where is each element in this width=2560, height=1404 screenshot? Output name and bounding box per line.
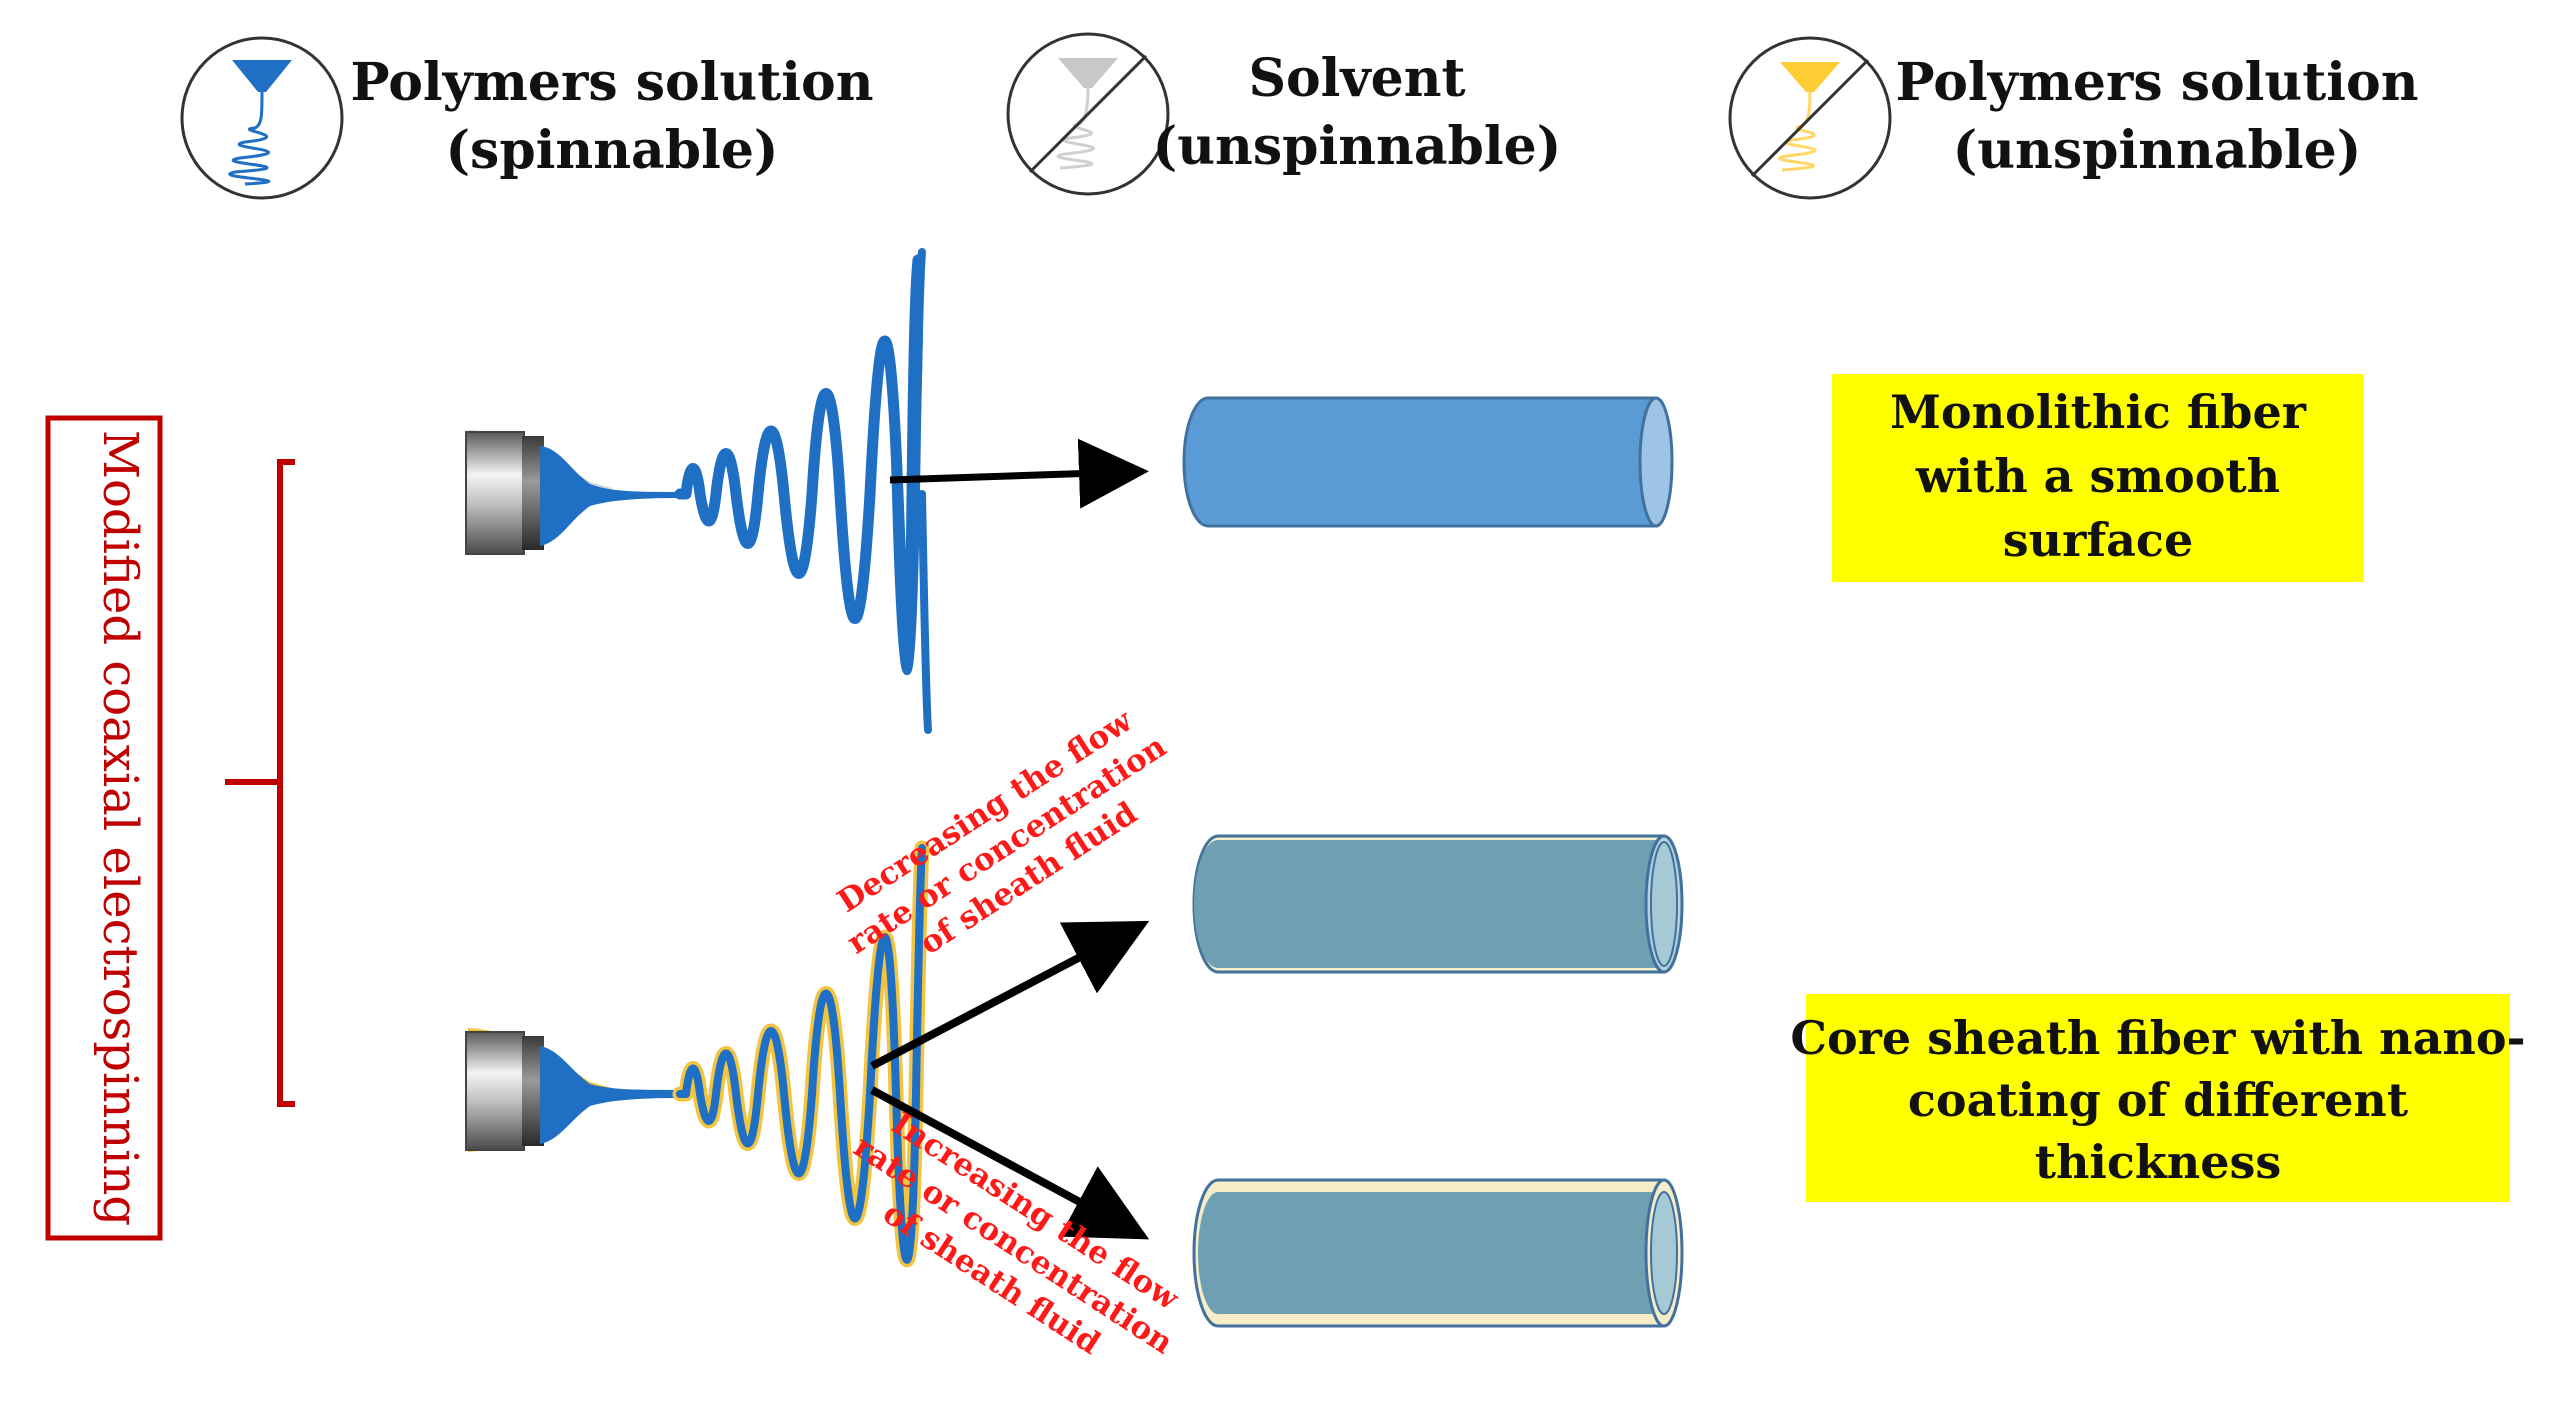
core-sheath-jet	[676, 844, 926, 1264]
monolithic-spinneret	[465, 430, 680, 555]
thick-coating-fiber	[1192, 1178, 1684, 1328]
thin-coating-fiber	[1192, 834, 1684, 974]
core-sheath-spinneret	[465, 1028, 680, 1152]
monolithic-line1: Monolithic fiber	[1890, 385, 2307, 439]
monolithic-result-box: Monolithic fiber with a smooth surface	[1832, 374, 2364, 582]
monolithic-jet-outer	[866, 248, 932, 734]
legend-item-unspinnable-polymer: Polymers solution (unspinnable)	[1728, 36, 2419, 200]
decrease-condition-text: Decreasing the flow rate or concentratio…	[831, 702, 1173, 962]
bracket	[225, 459, 295, 1107]
strike-line	[1028, 54, 1148, 174]
strike-line	[1750, 58, 1870, 178]
monolithic-line2: with a smooth	[1915, 449, 2280, 503]
decrease-line2: rate or concentration	[841, 728, 1173, 961]
arrow-to-monolithic	[889, 438, 1149, 509]
core-sheath-result-box: Core sheath fiber with nano- coating of …	[1790, 994, 2526, 1202]
legend-label-line2: (unspinnable)	[1953, 120, 2362, 181]
legend-label-line1: Solvent	[1248, 48, 1465, 109]
side-label-box: Modified coaxial electrospinning	[45, 415, 163, 1241]
arrow-increase	[870, 1086, 1150, 1240]
legend-label-line2: (spinnable)	[445, 120, 778, 181]
side-label: Modified coaxial electrospinning	[92, 430, 148, 1226]
legend-label-line1: Polymers solution	[1895, 52, 2418, 113]
core-sheath-line1: Core sheath fiber with nano-	[1790, 1011, 2525, 1065]
core-sheath-line3: thickness	[2035, 1135, 2282, 1189]
legend-item-solvent: Solvent (unspinnable)	[1006, 32, 1562, 196]
monolithic-fiber	[1182, 396, 1674, 528]
unspinnable-polymer-icon	[1728, 36, 1892, 200]
spinnable-polymer-icon	[180, 36, 344, 200]
legend-label-line1: Polymers solution	[350, 52, 873, 113]
legend-item-spinnable: Polymers solution (spinnable)	[180, 36, 874, 200]
arrow-decrease	[870, 920, 1150, 1070]
increase-condition-text: Increasing the flow rate or concentratio…	[847, 1105, 1186, 1361]
legend-label-line2: (unspinnable)	[1153, 116, 1562, 177]
monolithic-jet	[674, 254, 924, 654]
monolithic-line3: surface	[2003, 513, 2193, 567]
unspinnable-solvent-icon	[1006, 32, 1170, 196]
core-sheath-line2: coating of different	[1908, 1073, 2409, 1127]
